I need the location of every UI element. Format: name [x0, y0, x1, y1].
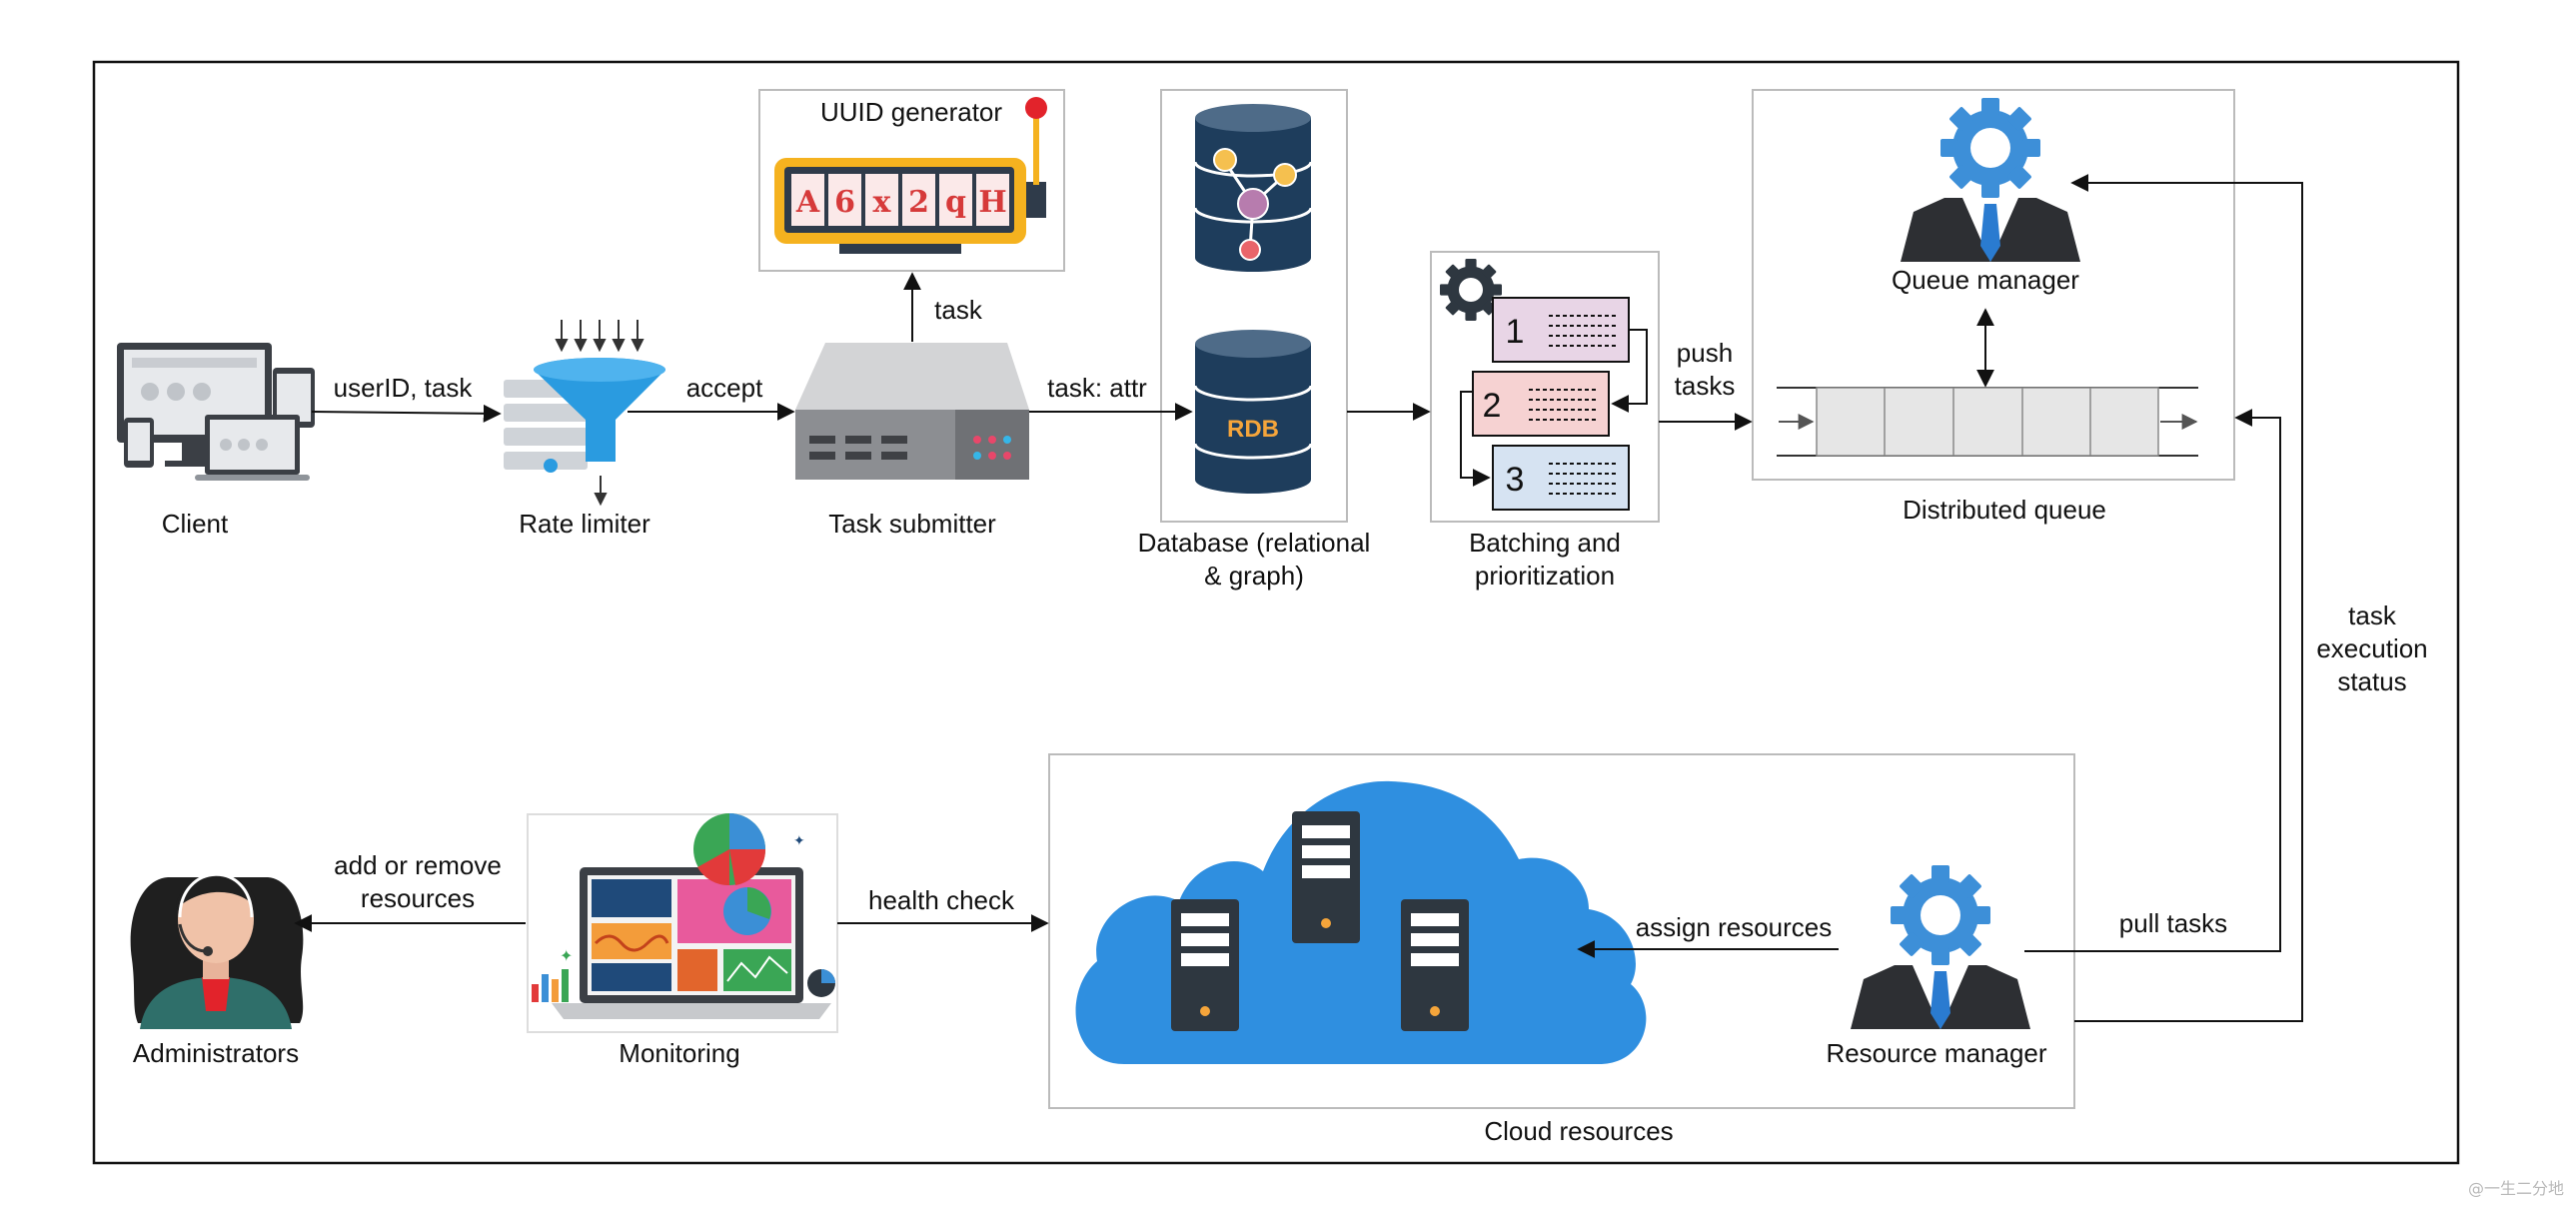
uuid-reel-cell — [865, 174, 898, 226]
queue-manager-person-icon — [1901, 98, 2080, 262]
administrators-label: Administrators — [132, 1038, 300, 1068]
task-submitter-server-icon — [795, 343, 1029, 480]
uuid-generator-label: UUID generator — [819, 97, 1003, 127]
uuid-reel-char: 6 — [834, 185, 855, 220]
edge-label-client-limiter: userID, task — [333, 373, 473, 403]
connectors — [294, 174, 2303, 1022]
relational-database-icon: RDB — [1193, 330, 1313, 494]
queue-manager-label: Queue manager — [1892, 265, 2079, 295]
edge-label-batching-queue: push tasks — [1674, 338, 1736, 401]
rate-limiter-icon — [504, 320, 665, 507]
cloud-resources-label: Cloud resources — [1484, 1116, 1674, 1146]
edge-label-assign-resources: assign resources — [1635, 912, 1833, 942]
uuid-reel-char: 2 — [908, 185, 929, 220]
uuid-reel-cell — [902, 174, 935, 226]
uuid-reel-cell — [976, 174, 1009, 226]
uuid-reel-char: H — [978, 185, 1006, 220]
task-submitter-label: Task submitter — [828, 509, 996, 539]
uuid-reel-cell — [939, 174, 972, 226]
monitoring-label: Monitoring — [619, 1038, 740, 1068]
edge-label-health-check: health check — [868, 885, 1014, 915]
batching-icon: 1 2 3 — [1440, 259, 1648, 511]
edge-label-limiter-submitter: accept — [685, 373, 763, 403]
distributed-queue-label: Distributed queue — [1903, 495, 2106, 525]
resource-manager-label: Resource manager — [1826, 1038, 2047, 1068]
administrator-person-icon — [130, 872, 304, 1029]
uuid-reel-char: q — [945, 185, 966, 220]
watermark: @一生二分地 — [2468, 1179, 2565, 1198]
edge-queue-resource-manager — [2024, 409, 2281, 952]
rate-limiter-label: Rate limiter — [519, 509, 650, 539]
monitoring-laptop-icon: ✦ ✦ — [532, 813, 835, 1019]
rdb-label: RDB — [1227, 416, 1279, 443]
client-devices-icon — [117, 343, 315, 481]
uuid-reel-cell — [791, 174, 824, 226]
svg-text:✦: ✦ — [560, 946, 573, 965]
edge-label-submitter-db: task: attr — [1047, 373, 1147, 403]
batch-number-1: 1 — [1506, 313, 1525, 351]
edge-label-add-remove: add or remove resources — [334, 850, 502, 913]
batching-label: Batching and prioritization — [1469, 528, 1621, 591]
batch-number-2: 2 — [1483, 387, 1502, 425]
edge-status-queue-manager — [2070, 174, 2303, 1022]
edge-label-submitter-uuid: task — [934, 295, 982, 325]
edge-label-status: task execution status — [2316, 601, 2428, 696]
uuid-reel-char: x — [873, 185, 892, 220]
uuid-reel-char: A — [795, 185, 820, 220]
database-label: Database (relational & graph) — [1137, 528, 1371, 591]
graph-database-icon — [1193, 104, 1313, 272]
batch-number-3: 3 — [1506, 461, 1525, 499]
svg-text:✦: ✦ — [793, 833, 805, 849]
cloud-icon — [1075, 780, 1647, 1064]
outer-frame — [92, 60, 2460, 1165]
queue-icon — [1777, 387, 2198, 457]
edge-client-limiter — [311, 404, 502, 423]
edge-label-pull-tasks: pull tasks — [2118, 908, 2228, 938]
client-label: Client — [161, 509, 229, 539]
resource-manager-person-icon — [1851, 865, 2030, 1029]
uuid-reel-cell — [828, 174, 861, 226]
